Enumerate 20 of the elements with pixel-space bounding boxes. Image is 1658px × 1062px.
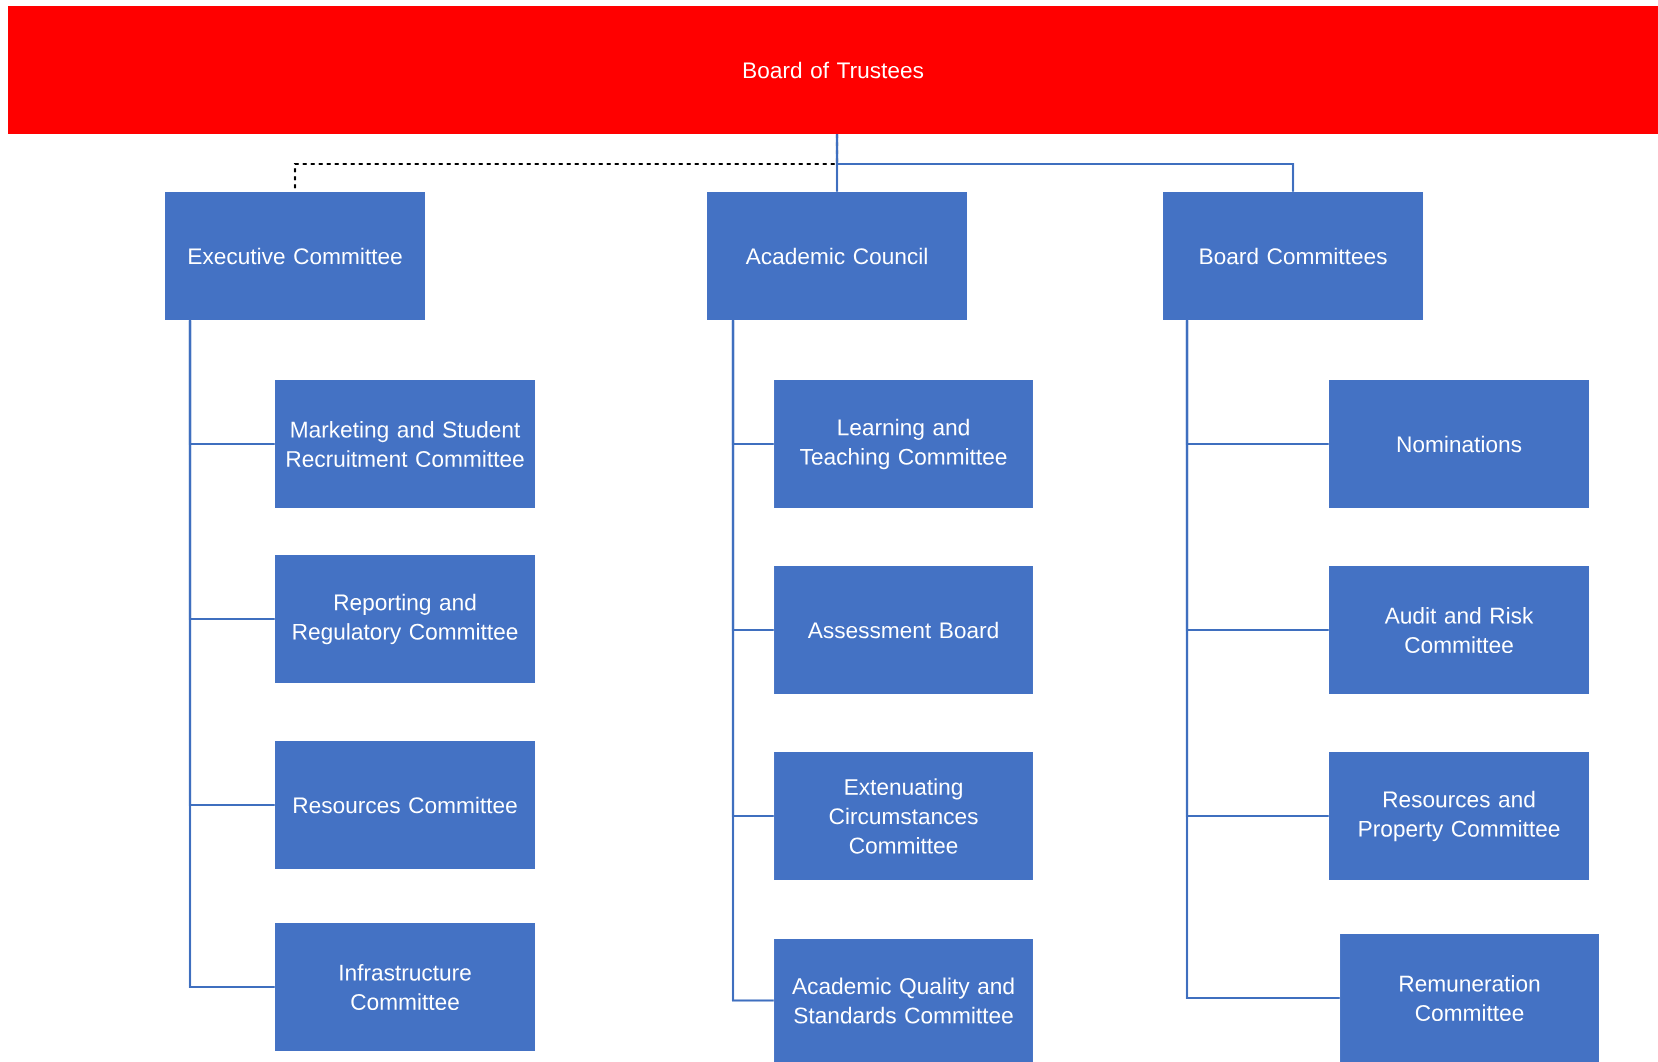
committee-box: Executive Committee <box>165 192 425 320</box>
committee-box: Nominations <box>1329 380 1589 508</box>
committee-box: Remuneration Committee <box>1340 934 1599 1062</box>
connector-line <box>835 134 1295 192</box>
committee-box: Infrastructure Committee <box>275 923 535 1051</box>
title-banner: Board of Trustees <box>8 6 1658 134</box>
connector-line <box>188 320 275 989</box>
committee-box: Board Committees <box>1163 192 1423 320</box>
committee-box: Academic Quality and Standards Committee <box>774 939 1033 1062</box>
committee-box: Academic Council <box>707 192 967 320</box>
committee-box: Resources and Property Committee <box>1329 752 1589 880</box>
committee-box: Extenuating Circumstances Committee <box>774 752 1033 880</box>
committee-box: Marketing and Student Recruitment Committee <box>275 380 535 508</box>
committee-box: Assessment Board <box>774 566 1033 694</box>
committee-box: Resources Committee <box>275 741 535 869</box>
connector-line <box>731 320 774 1002</box>
committee-box: Audit and Risk Committee <box>1329 566 1589 694</box>
committee-box: Reporting and Regulatory Committee <box>275 555 535 683</box>
connector-line <box>1185 320 1340 1000</box>
committee-box: Learning and Teaching Committee <box>774 380 1033 508</box>
